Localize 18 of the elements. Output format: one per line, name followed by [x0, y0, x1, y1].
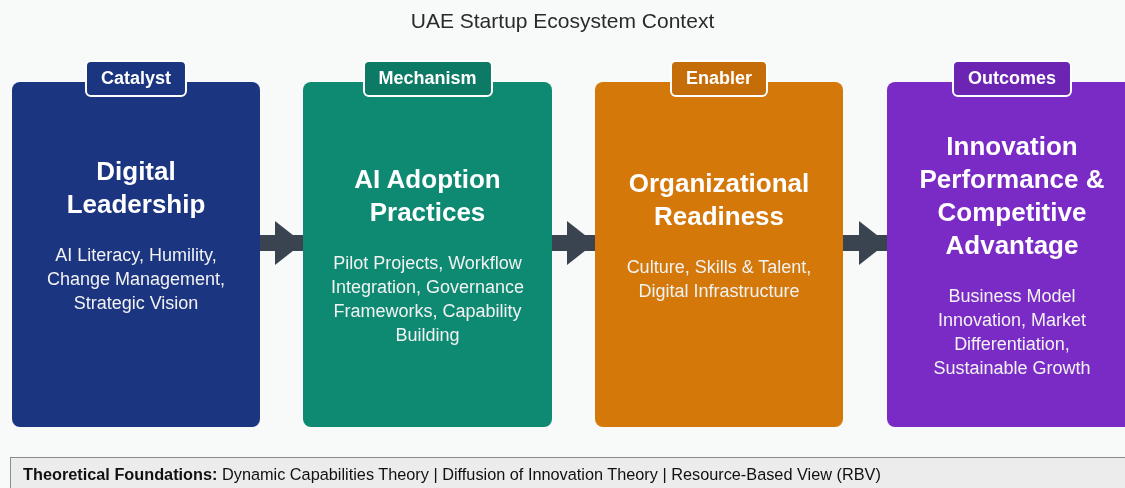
stage-description: Culture, Skills & Talent, Digital Infrastructure	[625, 255, 813, 303]
foundation-bar	[10, 457, 1125, 488]
stage-heading: Digital Leadership	[65, 154, 207, 221]
stage-description: Pilot Projects, Workflow Integration, Governance Frameworks, Capability Building	[329, 251, 526, 347]
block-arrow	[552, 221, 595, 265]
stage-tag: Enabler	[670, 60, 768, 97]
foundations-text: Theoretical Foundations: Dynamic Capabilities Theory | Diffusion of Innovation Theory | Resource-Based View (RBV)	[23, 464, 881, 484]
stage-tag: Catalyst	[85, 60, 187, 97]
stage-tag: Mechanism	[362, 60, 493, 97]
block-arrow	[843, 221, 887, 265]
subtitle: UAE Startup Ecosystem Context	[409, 9, 716, 33]
stage-heading: Organizational Readiness	[627, 166, 811, 233]
stage-description: Business Model Innovation, Market Differentiation, Sustainable Growth	[932, 284, 1092, 380]
stage-tag: Outcomes	[952, 60, 1072, 97]
stage-heading: Innovation Performance & Competitive Advantage	[918, 129, 1106, 262]
stage-description: AI Literacy, Humility, Change Management, Strategic Vision	[45, 243, 227, 315]
block-arrow	[260, 221, 303, 265]
stage-heading: AI Adoption Practices	[353, 162, 502, 229]
